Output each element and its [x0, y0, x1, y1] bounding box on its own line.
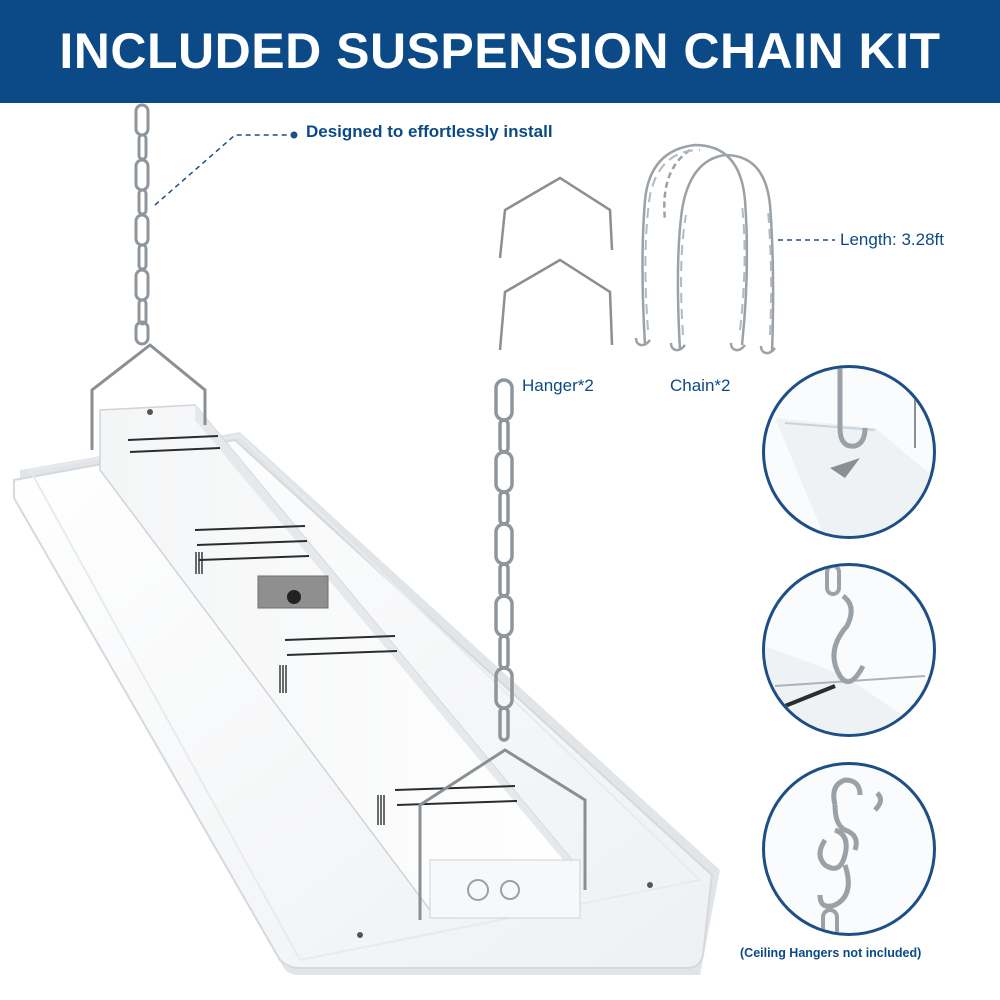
- chain-icon: [494, 378, 514, 742]
- chain-label: Chain*2: [670, 376, 731, 395]
- callout-dot: [290, 131, 298, 139]
- chain-icon: [634, 143, 776, 355]
- hanger-label: Hanger*2: [522, 376, 594, 395]
- hook-icon: [837, 368, 868, 449]
- detail-circle-s-hook: [762, 563, 936, 737]
- disclaimer-note: (Ceiling Hangers not included): [740, 946, 922, 960]
- chain-icon: [134, 103, 150, 346]
- hanger-bracket-icon: [418, 748, 587, 920]
- page-title: INCLUDED SUSPENSION CHAIN KIT: [59, 23, 941, 79]
- s-hook-icon: [831, 777, 863, 851]
- detail-circle-hook: [762, 365, 936, 539]
- install-callout: Designed to effortlessly install: [306, 122, 553, 141]
- length-callout: Length: 3.28ft: [840, 230, 944, 249]
- callout-line: [154, 134, 292, 206]
- hanger-bracket-icon: [90, 343, 207, 450]
- light-fixture-icon: [13, 404, 720, 975]
- header-banner: [0, 0, 1000, 103]
- hanger-bracket-icon: [498, 176, 614, 351]
- s-hook-icon: [831, 593, 866, 685]
- detail-circle-s-hooks-linked: [762, 762, 936, 936]
